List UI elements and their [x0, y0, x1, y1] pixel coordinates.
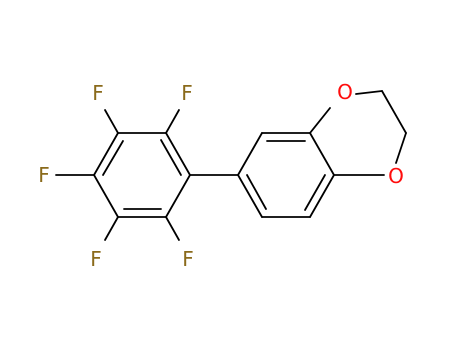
fluorine-atom: F	[182, 247, 194, 271]
bond-d3-d4	[309, 132, 335, 176]
atom-labels: F F F F F O O	[38, 80, 404, 271]
bond-ch2-o-bottom	[395, 132, 407, 164]
carbon-fluorine-bonds	[55, 109, 180, 241]
oxygen-atom: O	[337, 80, 353, 104]
bond-d1-d2	[237, 132, 263, 176]
bond-c6-f	[165, 216, 180, 241]
bond-c2-f	[165, 109, 180, 134]
pentafluorophenyl-ring	[93, 132, 191, 218]
bond-c4-c5	[93, 174, 119, 218]
fluorine-atom: F	[38, 163, 50, 187]
bond-d3-o-top	[309, 107, 331, 134]
benzodioxane-benzene-ring	[237, 132, 335, 218]
bond-d6-d1	[237, 174, 263, 218]
dioxane-ring	[309, 90, 407, 176]
bond-c1-c2	[165, 132, 191, 176]
fluorine-atom: F	[92, 81, 104, 105]
bond-c3-f	[104, 109, 119, 134]
bond-c6-c1	[165, 174, 191, 218]
bond-o-top-ch2	[355, 90, 383, 95]
bond-c1-c2-inner	[160, 139, 182, 176]
bond-c5-f	[104, 216, 119, 241]
fluorine-atom: F	[181, 81, 193, 105]
bond-c3-c4-inner	[102, 140, 124, 176]
bond-d4-d5-inner	[304, 174, 326, 211]
fluorine-atom: F	[90, 247, 102, 271]
bond-d4-d5	[309, 174, 335, 218]
bond-ch2-ch2	[381, 90, 407, 134]
bond-c3-c4	[93, 132, 119, 176]
bond-d6-d1-inner	[246, 174, 267, 210]
oxygen-atom: O	[388, 164, 404, 188]
